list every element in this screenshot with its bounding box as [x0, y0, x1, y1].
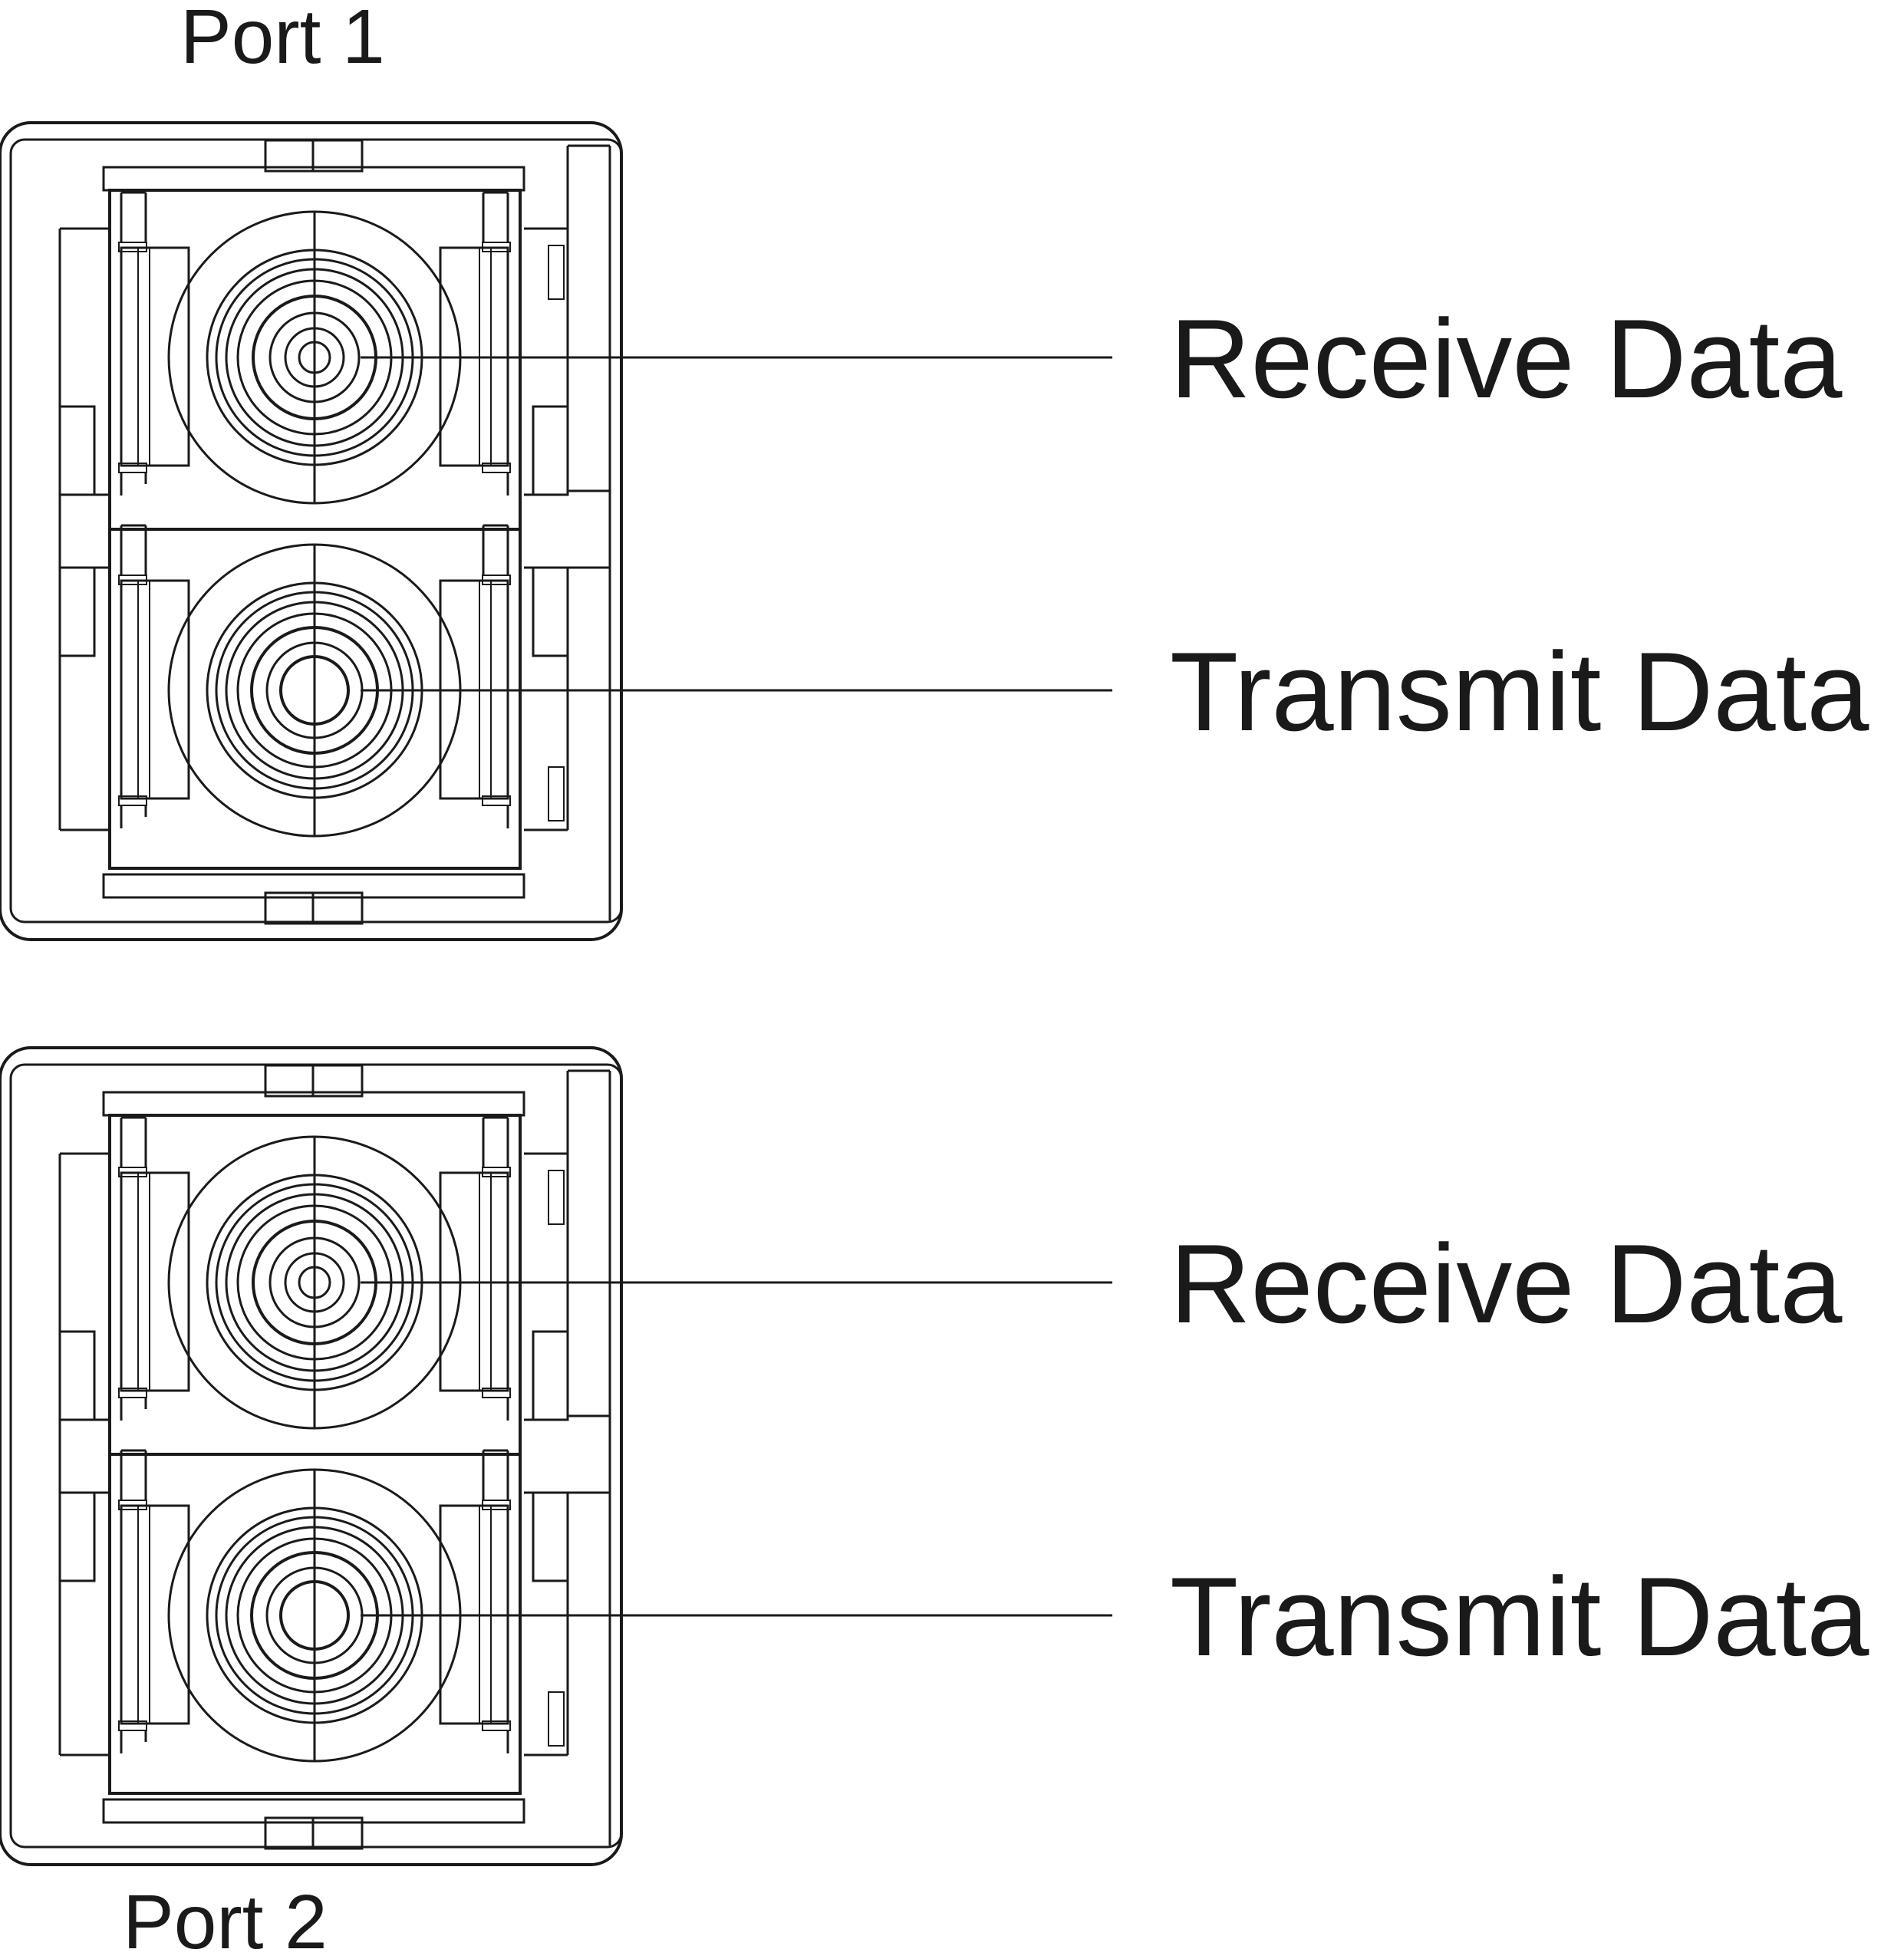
port-1-rx-core-ring: [284, 327, 345, 388]
port-2-clip-bottom: [548, 1691, 565, 1747]
port-1-outer-shell: [0, 121, 623, 941]
port-1-clip-bottom: [548, 766, 565, 821]
port-1-left-notch-b: [58, 566, 96, 657]
port-1-tx-core: [279, 655, 350, 726]
port-2-left-notch-a: [58, 1330, 96, 1421]
port-1-tx-left-latch: [120, 579, 190, 800]
port-1-right-notch-a: [532, 405, 569, 496]
port-2-bottom-rail: [102, 1798, 525, 1824]
port-2-connector: [0, 1046, 623, 1866]
port-2-right-notch-b: [532, 1491, 569, 1582]
port-1-clip-top: [548, 245, 565, 300]
port-1-left-notch-a: [58, 405, 96, 496]
port-2-tx-core: [279, 1580, 350, 1651]
port-2-right-notch-a: [532, 1330, 569, 1421]
port-2-rx-left-latch: [120, 1171, 190, 1392]
port-2-left-notch-b: [58, 1491, 96, 1582]
port-2-receive-label: Receive Data: [1170, 1221, 1843, 1346]
port-1-rx-ring-5: [268, 311, 361, 403]
port-1-receive-label: Receive Data: [1170, 296, 1843, 421]
port-2-rx-ring-5: [268, 1236, 361, 1328]
port-2-label: Port 2: [123, 1879, 328, 1959]
port-1-right-notch-b: [532, 566, 569, 657]
port-1-label: Port 1: [180, 0, 385, 80]
port-1-rx-core: [298, 341, 331, 374]
port-1-lower-bay: [108, 528, 522, 870]
port-2-lower-bay: [108, 1453, 522, 1795]
port-1-transmit-label: Transmit Data: [1170, 629, 1869, 754]
port-2-outer-shell: [0, 1046, 623, 1866]
port-1-bottom-rail: [102, 873, 525, 899]
port-2-transmit-label: Transmit Data: [1170, 1554, 1869, 1679]
port-2-rx-core: [298, 1266, 331, 1299]
port-2-rx-core-ring: [284, 1252, 345, 1313]
port-2-clip-top: [548, 1170, 565, 1225]
port-1-connector: [0, 121, 623, 941]
port-2-tx-left-latch: [120, 1504, 190, 1725]
port-1-rx-left-latch: [120, 246, 190, 467]
